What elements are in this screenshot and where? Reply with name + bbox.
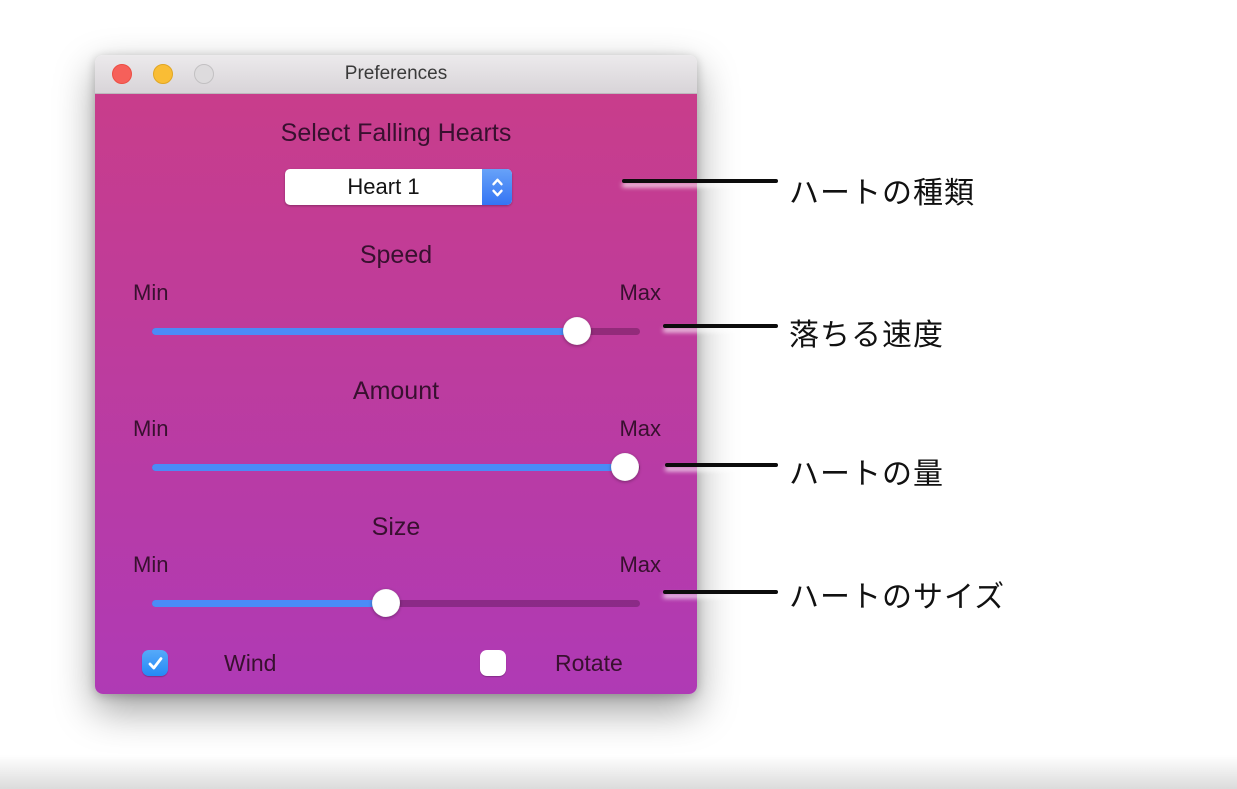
callout-line-fall-speed (663, 324, 778, 328)
title-bar[interactable]: Preferences (95, 55, 697, 94)
speed-max-label: Max (619, 280, 661, 305)
amount-slider-track (152, 464, 640, 471)
size-slider-fill (152, 600, 387, 607)
hearts-dropdown-value: Heart 1 (347, 174, 420, 199)
window-title: Preferences (344, 63, 448, 84)
callout-line-heart-size (663, 590, 778, 594)
preferences-window: Preferences Select Falling Hearts Heart … (95, 55, 697, 694)
checkbox-row: Wind Rotate (95, 650, 697, 676)
size-label: Size (371, 513, 421, 541)
amount-max-label: Max (619, 416, 661, 441)
close-button[interactable] (112, 64, 132, 84)
size-slider-thumb[interactable] (372, 589, 401, 617)
amount-slider-fill (152, 464, 626, 471)
window-content: Select Falling Hearts Heart 1 Speed Min … (95, 94, 697, 694)
size-slider-group: Size Min Max (95, 512, 697, 622)
amount-slider-group: Amount Min Max (95, 376, 697, 486)
wind-checkbox-label: Wind (224, 650, 277, 676)
traffic-lights (112, 64, 214, 84)
size-max-label: Max (619, 552, 661, 577)
rotate-checkbox[interactable] (480, 650, 506, 676)
amount-minmax-labels: Min Max (133, 415, 661, 443)
speed-slider-group: Speed Min Max (95, 240, 697, 350)
speed-label: Speed (359, 241, 433, 269)
hearts-dropdown[interactable]: Heart 1 (285, 169, 512, 205)
speed-slider-thumb[interactable] (562, 317, 591, 345)
callout-line-heart-amount (665, 463, 778, 467)
size-min-label: Min (133, 552, 169, 577)
size-slider[interactable] (152, 589, 640, 617)
up-down-chevrons-icon (482, 169, 512, 205)
callout-label-heart-size: ハートのサイズ (789, 581, 1006, 614)
callout-label-fall-speed: 落ちる速度 (789, 319, 944, 352)
minimize-button[interactable] (153, 64, 173, 84)
amount-label: Amount (352, 377, 440, 405)
checkmark-icon (148, 656, 162, 669)
select-hearts-label: Select Falling Hearts (280, 119, 512, 147)
speed-slider-fill (152, 328, 577, 335)
zoom-button[interactable] (194, 64, 214, 84)
callout-label-heart-type: ハートの種類 (789, 177, 975, 210)
wind-checkbox[interactable] (142, 650, 168, 676)
size-minmax-labels: Min Max (133, 551, 661, 579)
speed-minmax-labels: Min Max (133, 279, 661, 307)
speed-min-label: Min (133, 280, 169, 305)
amount-slider-thumb[interactable] (611, 453, 640, 481)
amount-min-label: Min (133, 416, 169, 441)
callout-label-heart-amount: ハートの量 (789, 458, 944, 491)
bottom-vignette (0, 755, 1237, 789)
rotate-checkbox-label: Rotate (555, 650, 623, 676)
speed-slider[interactable] (152, 317, 640, 345)
callout-line-heart-type (622, 179, 778, 183)
speed-slider-track (152, 328, 640, 335)
amount-slider[interactable] (152, 453, 640, 481)
